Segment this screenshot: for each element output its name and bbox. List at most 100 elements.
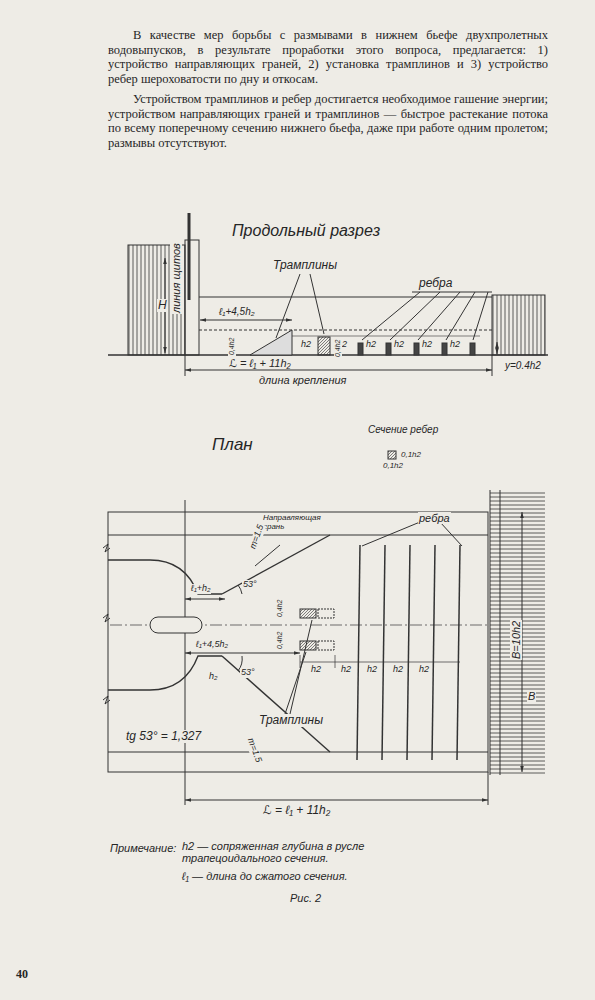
drawing-stroke bbox=[185, 240, 199, 355]
drawing-stroke bbox=[388, 451, 396, 459]
drawing-stroke bbox=[108, 213, 548, 376]
drawing-stroke bbox=[318, 641, 334, 650]
drawing-label: 0,4h2 bbox=[228, 336, 236, 356]
drawing-stroke bbox=[290, 620, 312, 714]
drawing-label: h2 bbox=[418, 665, 430, 675]
drawing-label: B=10h2 bbox=[510, 620, 522, 660]
drawing-stroke bbox=[492, 355, 493, 376]
drawing-label: h2 bbox=[449, 340, 461, 350]
drawing-stroke bbox=[300, 662, 460, 663]
drawing-stroke bbox=[358, 343, 363, 355]
drawing-label: h2 — сопряженная глубина в русле трапецо… bbox=[182, 840, 402, 864]
drawing-label: Трамплины bbox=[272, 259, 338, 272]
drawing-stroke bbox=[432, 545, 435, 760]
drawing-label: h₂ bbox=[208, 672, 218, 682]
drawing-stroke bbox=[103, 614, 110, 622]
drawing-stroke bbox=[185, 355, 186, 376]
drawing-label: Продольный разрез bbox=[232, 222, 380, 240]
drawing-label: h2 bbox=[392, 665, 404, 675]
drawing-label: H bbox=[157, 299, 168, 312]
drawing-label: y=0.4h2 bbox=[504, 360, 542, 371]
drawing-label: h2 bbox=[340, 665, 352, 675]
drawing-stroke bbox=[285, 652, 306, 714]
drawing-stroke bbox=[335, 655, 336, 668]
drawing-stroke bbox=[300, 655, 301, 668]
drawing-stroke bbox=[185, 599, 225, 600]
drawing-label: 0,1h2 bbox=[401, 451, 421, 460]
drawing-stroke bbox=[442, 343, 447, 355]
drawing-label: ℓ₁ — длина до сжатого сечения. bbox=[182, 870, 402, 882]
drawing-stroke bbox=[492, 295, 545, 355]
drawing-stroke bbox=[103, 696, 110, 704]
drawing-label: h2 bbox=[310, 665, 322, 675]
drawing-label: B bbox=[527, 690, 536, 702]
drawing-label: Трамплины bbox=[258, 714, 324, 727]
drawing-stroke bbox=[490, 490, 545, 775]
drawing-stroke bbox=[250, 330, 292, 355]
drawing-label: линия щитов bbox=[170, 242, 182, 314]
drawing-label: 53° bbox=[242, 580, 258, 590]
drawing-stroke bbox=[292, 336, 480, 337]
drawing-label: Направляющая грань bbox=[262, 514, 330, 532]
drawing-stroke bbox=[199, 330, 492, 331]
drawing-label: ℒ = ℓ₁ + 11h₂ bbox=[262, 804, 331, 817]
drawing-label: 0,4h2 bbox=[276, 630, 284, 650]
drawing-label: ребра bbox=[418, 512, 451, 524]
drawing-stroke bbox=[108, 560, 222, 594]
drawing-label: 0,4h2 bbox=[276, 598, 284, 618]
drawing-stroke bbox=[446, 292, 475, 340]
drawing-stroke bbox=[357, 545, 360, 760]
drawing-stroke bbox=[497, 342, 498, 354]
drawing-label: tg 53° = 1,327 bbox=[125, 730, 202, 743]
drawing-stroke bbox=[407, 545, 410, 760]
drawing-label: m=1.5 bbox=[245, 736, 264, 765]
body-paragraph: В качестве мер борьбы с размывами в нижн… bbox=[108, 28, 548, 86]
drawing-label: ребра bbox=[418, 277, 453, 290]
drawing-stroke bbox=[150, 617, 202, 633]
drawing-stroke bbox=[440, 522, 462, 546]
drawing-stroke bbox=[386, 343, 391, 355]
drawing-stroke bbox=[418, 292, 460, 340]
drawing-stroke bbox=[457, 545, 460, 760]
drawing-label: ℓ₁+4,5h₂ bbox=[218, 306, 256, 317]
drawing-label: ℓ₁+4,5h₂ bbox=[195, 640, 229, 650]
drawing-stroke bbox=[150, 245, 151, 355]
drawing-label: План bbox=[212, 436, 253, 455]
drawing-stroke bbox=[103, 544, 110, 552]
drawing-stroke bbox=[362, 292, 420, 340]
drawing-stroke bbox=[276, 274, 300, 338]
drawing-label: Примечание: bbox=[110, 842, 176, 854]
drawing-stroke bbox=[310, 274, 324, 334]
drawing-stroke bbox=[108, 752, 488, 753]
drawing-stroke bbox=[255, 545, 280, 566]
drawing-stroke bbox=[108, 512, 488, 772]
drawing-stroke bbox=[185, 653, 300, 654]
drawing-stroke bbox=[200, 320, 292, 321]
drawing-label: Сечение ребер bbox=[368, 424, 438, 435]
drawing-stroke bbox=[500, 490, 501, 775]
drawing-label: 0,1h2 bbox=[383, 462, 403, 471]
body-paragraph: Устройством трамплинов и ребер достигает… bbox=[108, 92, 548, 150]
drawing-label: h2 bbox=[366, 665, 378, 675]
drawing-stroke bbox=[300, 641, 316, 650]
drawing-stroke bbox=[300, 609, 316, 618]
drawing-stroke bbox=[382, 545, 385, 760]
drawing-label: 53° bbox=[240, 668, 256, 678]
drawing-stroke bbox=[414, 343, 419, 355]
drawing-label: 0,4h2 bbox=[334, 338, 342, 358]
drawing-stroke bbox=[108, 535, 488, 536]
drawing-stroke bbox=[222, 535, 330, 594]
drawing-stroke bbox=[185, 370, 492, 371]
drawing-stroke bbox=[470, 343, 475, 355]
figure-caption: Рис. 2 bbox=[290, 892, 321, 904]
drawing-label: h2 bbox=[421, 340, 433, 350]
drawing-label: h2 bbox=[365, 340, 377, 350]
drawing-stroke bbox=[390, 292, 440, 340]
drawing-stroke bbox=[490, 490, 491, 775]
drawing-stroke bbox=[473, 292, 488, 340]
drawing-label: m=1.5 bbox=[248, 522, 267, 551]
drawing-label: длина крепления bbox=[258, 374, 347, 386]
drawing-stroke bbox=[222, 656, 330, 752]
drawing-stroke bbox=[108, 656, 222, 690]
